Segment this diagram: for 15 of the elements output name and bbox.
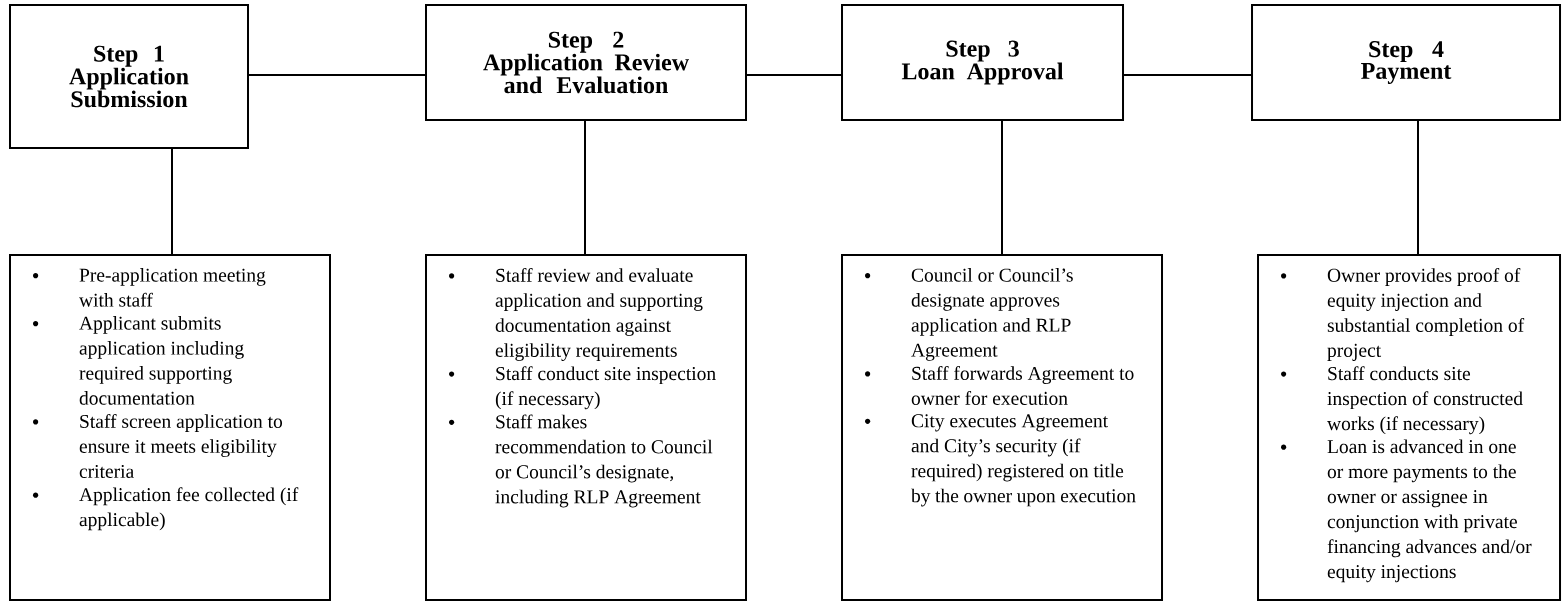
step-box: Step 4 Payment [1251,4,1561,121]
bullet-list-box: Council or Council’s designate approves application and RLP Agreement Staff forwards Agreement to owner for execution City executes Agreement and City’s security (if required) registered on title by the owner upon execution [841,254,1163,601]
step-box: Step 1 Application Submission [9,4,249,149]
connector-line [584,120,586,255]
bullet-list-box: Owner provides proof of equity injection and substantial completion of project Staff conducts site inspection of constructed works (if necessary) Loan is advanced in one or more payments to the owner or assignee in conjunction with private financing advances and/or equity injections [1257,254,1561,601]
step-box: Step 3 Loan Approval [841,4,1124,121]
connector-line [171,148,173,255]
step-box: Step 2 Application Review and Evaluation [425,4,747,121]
bullet-list-box: Pre-application meeting with staff Applicant submits application including required supporting documentation Staff screen application to ensure it meets eligibility criteria Application fee collected (if applicable) [9,254,331,601]
connector-line [1001,120,1003,255]
connector-line [1417,120,1419,255]
connector-line [746,74,842,76]
connector-line [248,74,426,76]
bullet-list-box: Staff review and evaluate application and supporting documentation against eligibility requirements Staff conduct site inspection (if necessary) Staff makes recommendation to Council or Council’s designate, including RLP Agreement [425,254,747,601]
connector-line [1123,74,1252,76]
